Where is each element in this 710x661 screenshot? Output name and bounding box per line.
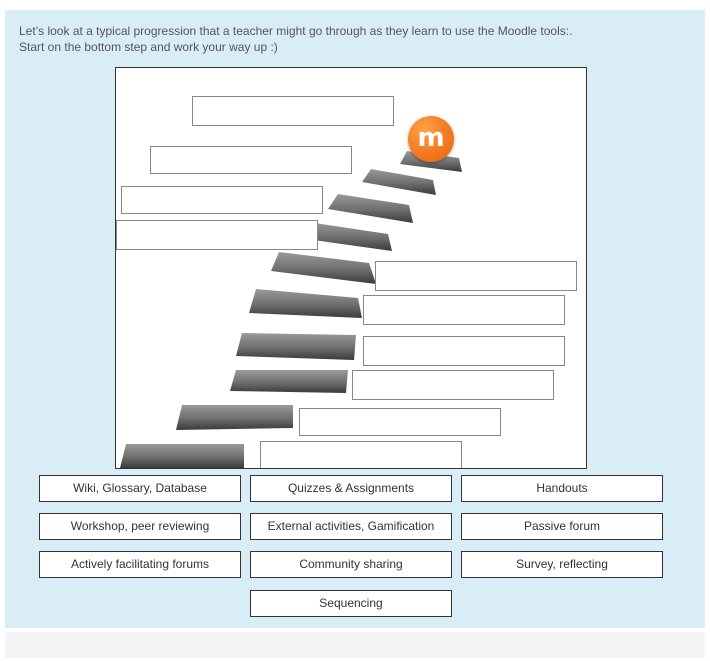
answer-choice[interactable]: External activities, Gamification	[250, 513, 452, 540]
answer-choice[interactable]: Passive forum	[461, 513, 663, 540]
staircase-steps	[120, 151, 462, 468]
stair-step	[299, 222, 392, 251]
stair-step	[236, 333, 356, 360]
drop-zone[interactable]	[299, 408, 501, 436]
instruction-line-1: Let’s look at a typical progression that…	[19, 24, 573, 38]
drop-zone[interactable]	[375, 261, 577, 291]
instruction-line-2: Start on the bottom step and work your w…	[19, 40, 278, 54]
answer-choice[interactable]: Survey, reflecting	[461, 551, 663, 578]
question-instructions: Let’s look at a typical progression that…	[19, 23, 699, 55]
drop-zone[interactable]	[192, 96, 394, 126]
moodle-logo-icon: m	[408, 116, 454, 162]
drop-zone[interactable]	[352, 370, 554, 400]
staircase-illustration	[120, 151, 462, 468]
stair-step	[328, 194, 413, 223]
drop-zone[interactable]	[116, 220, 318, 250]
staircase-background: m	[115, 67, 587, 469]
answer-choice[interactable]: Community sharing	[250, 551, 452, 578]
drop-zone[interactable]	[121, 186, 323, 214]
answer-choice[interactable]: Wiki, Glossary, Database	[39, 475, 241, 502]
drop-zone[interactable]	[150, 146, 352, 174]
drop-zone[interactable]	[260, 441, 462, 468]
stair-step	[176, 405, 293, 430]
stair-step	[249, 289, 362, 318]
moodle-logo-glyph: m	[417, 123, 445, 153]
answer-choice[interactable]: Handouts	[461, 475, 663, 502]
footer-strip	[5, 632, 705, 658]
stair-step	[271, 252, 376, 284]
answer-choice[interactable]: Quizzes & Assignments	[250, 475, 452, 502]
answer-choice[interactable]: Sequencing	[250, 590, 452, 617]
answer-choice[interactable]: Actively facilitating forums	[39, 551, 241, 578]
stair-step	[230, 370, 348, 393]
drop-zone[interactable]	[363, 295, 565, 325]
drop-zone[interactable]	[363, 336, 565, 366]
stair-step	[120, 444, 244, 468]
answer-choice[interactable]: Workshop, peer reviewing	[39, 513, 241, 540]
stair-step	[362, 169, 436, 195]
